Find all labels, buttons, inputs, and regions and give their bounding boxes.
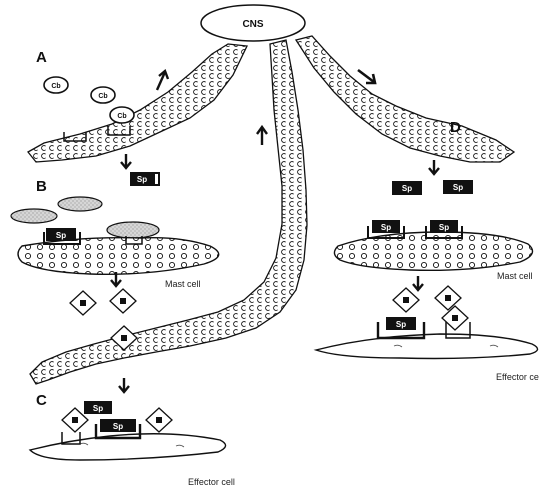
sp-molecule-a: Sp <box>130 172 160 186</box>
effector-cell-label-right: Effector ce <box>496 372 539 382</box>
arrow-down-c <box>119 378 129 392</box>
svg-text:Sp: Sp <box>402 184 412 193</box>
label-d: D <box>450 119 461 136</box>
svg-text:Sp: Sp <box>137 175 147 184</box>
cb-cell-3: Cb <box>110 107 134 123</box>
sp-molecule-d-2: Sp <box>443 180 473 194</box>
mediator-d-1 <box>393 288 419 312</box>
svg-text:Cb: Cb <box>117 113 126 120</box>
arrow-down-d3 <box>413 276 423 290</box>
neuron-d-axon <box>296 36 514 162</box>
cb-cell-1: Cb <box>44 77 68 93</box>
svg-text:Sp: Sp <box>93 404 103 413</box>
cns-node: CNS <box>201 5 305 41</box>
svg-text:Sp: Sp <box>381 223 391 232</box>
label-a: A <box>36 49 47 66</box>
cns-label: CNS <box>242 19 263 30</box>
svg-text:Sp: Sp <box>113 422 123 431</box>
mediator-b-2 <box>110 289 136 313</box>
arrow-up-center <box>257 127 267 145</box>
mast-cell-label-left: Mast cell <box>165 279 201 289</box>
sp-molecule-d-1: Sp <box>392 181 422 195</box>
svg-text:Cb: Cb <box>51 83 60 90</box>
arrow-up-a <box>157 71 168 90</box>
label-b: B <box>36 178 47 195</box>
cb-cell-2: Cb <box>91 87 115 103</box>
neuron-a-axon <box>28 44 247 162</box>
arrow-down-a <box>121 154 131 168</box>
mediator-c-2 <box>146 408 172 432</box>
effector-cell-label-left: Effector cell <box>188 477 235 487</box>
granule-b-1 <box>11 209 57 223</box>
mast-cell-label-right: Mast cell <box>497 271 533 281</box>
arrow-down-d2 <box>429 160 439 174</box>
mediator-b-1 <box>70 291 96 315</box>
svg-text:Sp: Sp <box>396 320 406 329</box>
mediator-d-2 <box>435 286 461 310</box>
svg-text:Sp: Sp <box>439 223 449 232</box>
svg-text:Sp: Sp <box>56 231 66 240</box>
granule-b-2 <box>58 197 102 211</box>
granule-b-3 <box>107 222 159 238</box>
effector-cell-right <box>316 334 538 359</box>
arrow-down-d <box>358 70 375 83</box>
svg-text:Sp: Sp <box>453 183 463 192</box>
svg-text:Cb: Cb <box>98 93 107 100</box>
sp-molecule-c: Sp <box>84 401 112 414</box>
label-c: C <box>36 392 47 409</box>
